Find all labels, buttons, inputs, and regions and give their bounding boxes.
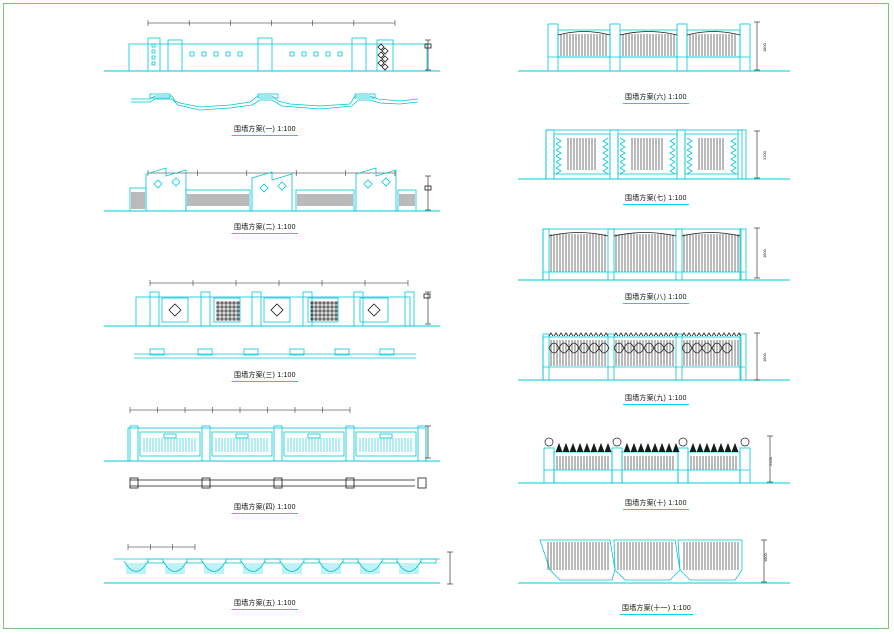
plan-4-section xyxy=(129,477,427,489)
height-label-plan-9: 1800 xyxy=(762,353,767,362)
caption-plan-10: 围墙方案(十) 1:100 xyxy=(623,500,689,510)
plan-2-elevation xyxy=(104,167,440,212)
caption-plan-6: 围墙方案(六) 1:100 xyxy=(623,94,689,104)
plan-8-elevation xyxy=(518,227,790,281)
caption-plan-9: 围墙方案(九) 1:100 xyxy=(623,395,689,405)
caption-plan-2: 围墙方案(二) 1:100 xyxy=(232,224,298,234)
height-label-plan-8: 1800 xyxy=(762,249,767,258)
plan-5-elevation xyxy=(104,544,453,585)
plan-11-elevation xyxy=(518,539,790,584)
plan-1-elevation xyxy=(104,20,440,72)
sheet-border xyxy=(3,3,889,629)
caption-plan-11: 围墙方案(十一) 1:100 xyxy=(620,605,693,615)
caption-plan-3: 围墙方案(三) 1:100 xyxy=(232,372,298,382)
plan-10-elevation xyxy=(518,435,790,484)
plan-1-section xyxy=(131,93,419,111)
plan-4-elevation xyxy=(104,407,440,462)
plan-9-elevation xyxy=(518,332,790,381)
plan-7-elevation xyxy=(518,129,790,180)
plan-3-elevation xyxy=(104,280,440,327)
caption-plan-1: 围墙方案(一) 1:100 xyxy=(232,126,298,136)
height-label-plan-7: 2200 xyxy=(762,151,767,160)
caption-plan-8: 围墙方案(八) 1:100 xyxy=(623,294,689,304)
plan-6-elevation xyxy=(518,21,790,72)
height-label-plan-11: 1800 xyxy=(763,553,768,562)
caption-plan-5: 围墙方案(五) 1:100 xyxy=(232,600,298,610)
height-label-plan-6: 1800 xyxy=(762,43,767,52)
plan-3-section xyxy=(134,348,416,359)
caption-plan-7: 围墙方案(七) 1:100 xyxy=(623,195,689,205)
caption-plan-4: 围墙方案(四) 1:100 xyxy=(232,504,298,514)
height-label-plan-10: 2200 xyxy=(768,457,773,466)
